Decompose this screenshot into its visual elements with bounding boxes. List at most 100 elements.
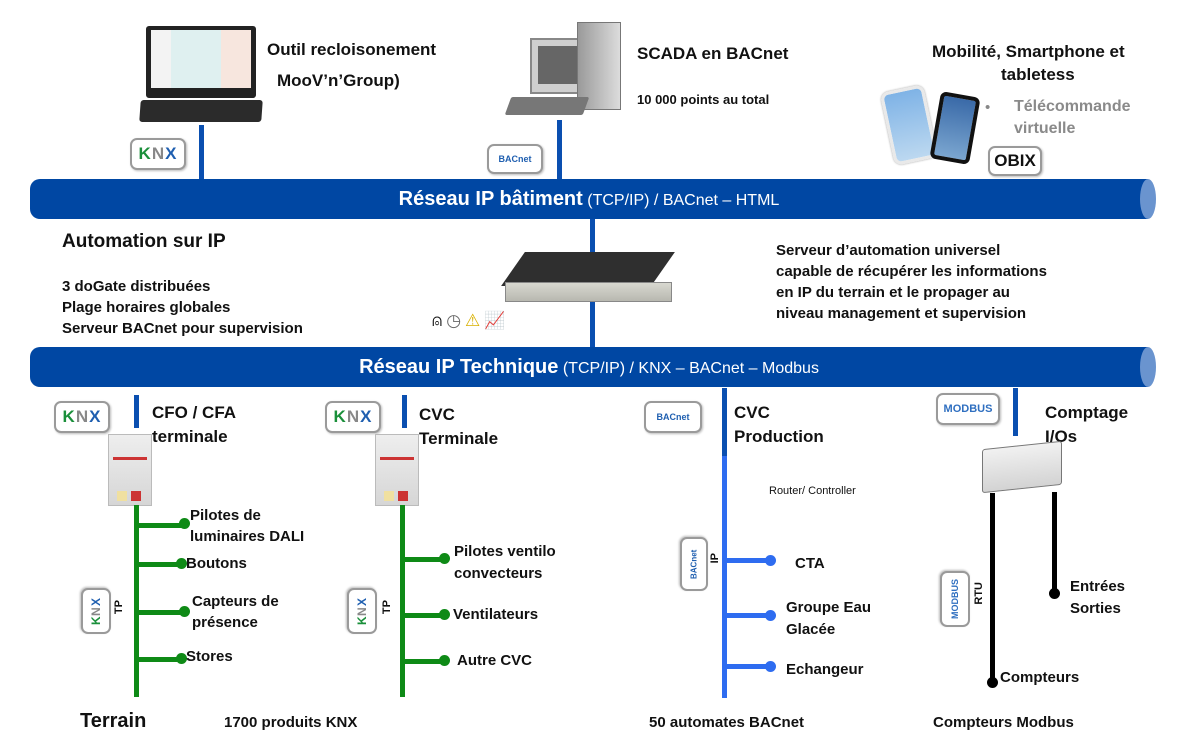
footer-terrain: Terrain (80, 710, 147, 732)
tablet-pc-image (146, 26, 256, 98)
bus-item: luminaires DALI (190, 528, 305, 545)
branch-link-line (1013, 388, 1018, 436)
bus-tap (404, 613, 444, 618)
branch-title: Comptage (1045, 403, 1129, 422)
bus-node (176, 653, 187, 664)
bus-node (765, 610, 776, 621)
footer-knx-count: 1700 produits KNX (224, 714, 358, 731)
server-desc: en IP du terrain et le propager au (776, 284, 1010, 301)
mobile-bullet-text: Télécommande (1014, 98, 1131, 115)
footer-modbus: Compteurs Modbus (933, 714, 1074, 731)
scada-title: SCADA en BACnet (637, 44, 789, 63)
smartphone-black-image (929, 91, 981, 165)
bus-tap (138, 610, 186, 615)
branch-link-line (402, 395, 407, 428)
bus-item: Autre CVC (457, 652, 533, 669)
knx-bus-line (134, 505, 139, 697)
knx-bus-line (400, 505, 405, 697)
building-network-name: Réseau IP bâtiment (398, 188, 583, 210)
bus-item: Pilotes de (190, 507, 261, 524)
bus-node (439, 553, 450, 564)
bus-node (179, 606, 190, 617)
branch-title: CFO / CFA (152, 403, 237, 422)
modbus-bus-line (990, 493, 995, 683)
bus-item: Stores (186, 648, 233, 665)
scada-keyboard-image (504, 97, 590, 115)
bus-item: Groupe Eau (786, 599, 872, 616)
scada-tower-image (577, 22, 621, 110)
knx-ip-router-image (375, 434, 419, 506)
modbus-bus-logo: MODBUS (940, 571, 970, 627)
bacnet-logo-top: BACnet (487, 144, 543, 174)
footer-bacnet-count: 50 automates BACnet (649, 714, 805, 731)
bus-node (176, 558, 187, 569)
bus-node (439, 655, 450, 666)
bus-tap (138, 523, 186, 528)
bacnet-logo: BACnet (644, 401, 702, 433)
bus-tap (404, 659, 444, 664)
branch-title: CVC (419, 405, 455, 424)
bus-node (765, 661, 776, 672)
bus-tap (726, 613, 770, 618)
pipe-end-cap (1140, 179, 1156, 219)
bus-type-label: TP (113, 600, 125, 615)
warning-icon: ⚠ (465, 311, 481, 330)
branch-link-line (134, 395, 139, 428)
router-controller-label: Router/ Controller (769, 485, 856, 497)
technical-network-protocols: (TCP/IP) / KNX – BACnet – Modbus (562, 360, 819, 377)
bus-item: Entrées (1070, 578, 1126, 595)
branch-title-2: terminale (152, 427, 228, 446)
knx-ip-router-image (108, 434, 152, 506)
scheduler-icon: ⍝ (432, 311, 443, 330)
bus-item: convecteurs (454, 565, 543, 582)
branch-title-2: Production (734, 427, 824, 446)
bus-tap (138, 562, 182, 567)
bus-type-label: TP (381, 600, 393, 615)
io-line (1052, 492, 1057, 592)
bus-item: Capteurs de (192, 593, 279, 610)
trend-chart-icon: 📈 (484, 311, 506, 330)
bus-item: Ventilateurs (453, 606, 539, 623)
branch-link-line (722, 388, 727, 456)
scada-subtitle: 10 000 points au total (637, 92, 770, 107)
server-desc: niveau management et supervision (776, 305, 1027, 322)
technical-network-pipe: Réseau IP Technique (TCP/IP) / KNX – BAC… (30, 347, 1156, 387)
automation-title: Automation sur IP (62, 231, 226, 252)
laptop-title: Outil recloisonement (267, 40, 437, 59)
building-network-pipe: Réseau IP bâtiment (TCP/IP) / BACnet – H… (30, 179, 1156, 219)
bus-item: présence (192, 614, 258, 631)
mobile-title-2: tabletess (1001, 65, 1075, 84)
clock-icon: ◷ (446, 311, 462, 330)
building-network-protocols: (TCP/IP) / BACnet – HTML (587, 192, 780, 209)
bus-tap (726, 558, 770, 563)
mobile-bullet-text-2: virtuelle (1014, 120, 1076, 137)
bus-node (1049, 588, 1060, 599)
laptop-subtitle: MooV’n’Group) (277, 71, 400, 90)
modbus-logo: MODBUS (936, 393, 1000, 425)
bus-item: Compteurs (1000, 669, 1080, 686)
bacnet-bus-line (722, 456, 727, 698)
bus-tap (404, 557, 444, 562)
bus-item: Glacée (786, 621, 836, 638)
bus-item: CTA (795, 555, 825, 572)
bullet: • (985, 99, 991, 116)
bus-item: Echangeur (786, 661, 864, 678)
server-desc: capable de récupérer les informations (776, 263, 1047, 280)
bus-item: Sorties (1070, 600, 1121, 617)
obix-logo: OBIX (988, 146, 1042, 176)
technical-network-name: Réseau IP Technique (359, 356, 559, 378)
bus-node (439, 609, 450, 620)
bus-node (765, 555, 776, 566)
bus-item: Boutons (186, 555, 247, 572)
keyboard-image (139, 100, 263, 122)
mobile-title: Mobilité, Smartphone et (932, 42, 1125, 61)
feature-icons: ⍝◷⚠📈 (432, 311, 509, 331)
branch-title: CVC (734, 403, 770, 422)
pipe-end-cap (1140, 347, 1156, 387)
bus-tap (726, 664, 770, 669)
bus-node (987, 677, 998, 688)
